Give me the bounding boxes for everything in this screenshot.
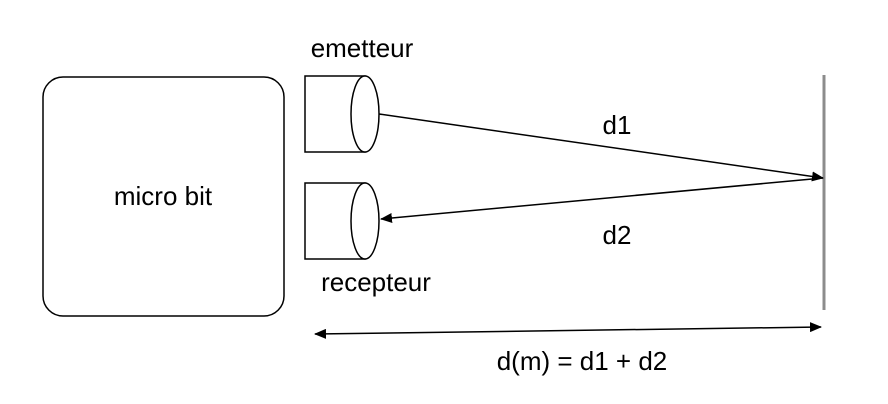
d2-label: d2 [603,220,632,250]
microbit-label: micro bit [114,181,213,211]
distance-formula-label: d(m) = d1 + d2 [497,346,668,376]
microbit-box: micro bit [42,76,285,317]
receiver-label: recepteur [321,267,431,297]
total-distance-arrow [314,322,822,339]
emitter-label: emetteur [311,33,414,63]
d1-label: d1 [603,110,632,140]
emitter-transducer [304,75,380,153]
d1-path-arrow [378,113,824,182]
d2-path-arrow [380,177,824,223]
receiver-transducer [304,182,380,260]
